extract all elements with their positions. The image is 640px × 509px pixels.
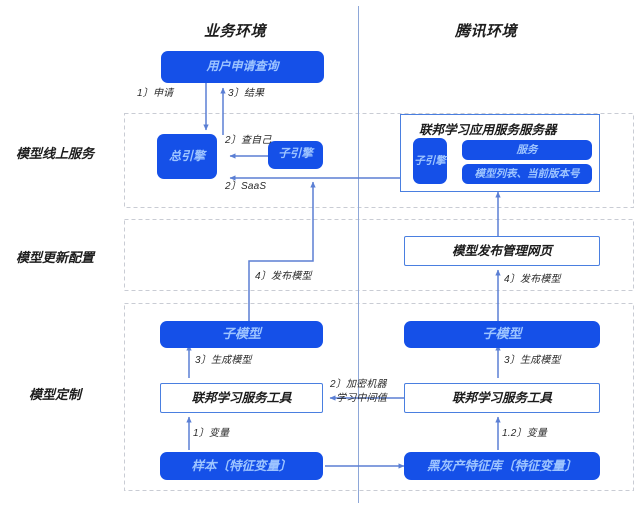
column-title-tencent: 腾讯环境 <box>455 23 518 40</box>
node-fl-tool-left[interactable]: 联邦学习服务工具 <box>160 383 323 413</box>
node-user-request[interactable]: 用户申请查询 <box>161 51 324 83</box>
caption-variable-left: 1〕变量 <box>193 428 230 439</box>
node-sub-model-left[interactable]: 子模型 <box>160 321 323 348</box>
row-label-online-service: 模型线上服务 <box>16 146 95 161</box>
node-publish-page[interactable]: 模型发布管理网页 <box>404 236 600 266</box>
row-label-model-custom: 模型定制 <box>29 387 82 402</box>
caption-generate-model-left: 3〕生成模型 <box>195 355 252 366</box>
section-band-update <box>124 219 634 291</box>
caption-generate-model-right: 3〕生成模型 <box>504 355 561 366</box>
caption-encrypted-line1: 2〕加密机器 <box>330 379 387 390</box>
node-sub-model-right[interactable]: 子模型 <box>404 321 600 348</box>
column-title-business: 业务环境 <box>204 23 267 40</box>
caption-publish-model-right: 4〕发布模型 <box>504 274 561 285</box>
node-main-engine[interactable]: 总引擎 <box>157 134 217 179</box>
label-fl-app-server: 联邦学习应用服务服务器 <box>419 123 557 137</box>
edge-publish-left <box>248 181 316 322</box>
caption-publish-model-left: 4〕发布模型 <box>255 271 312 282</box>
caption-encrypted-line2: 学习中间值 <box>336 393 387 404</box>
caption-saas: 2〕SaaS <box>225 181 267 192</box>
node-sub-engine-right[interactable]: 子引擎 <box>413 138 447 184</box>
node-service[interactable]: 服务 <box>462 140 592 160</box>
section-band-online <box>124 113 634 208</box>
caption-apply: 1〕申请 <box>137 88 174 99</box>
node-sample[interactable]: 样本〔特征变量〕 <box>160 452 323 480</box>
node-fl-tool-right[interactable]: 联邦学习服务工具 <box>404 383 600 413</box>
node-blackgray-lib[interactable]: 黑灰产特征库〔特征变量〕 <box>404 452 600 480</box>
caption-result: 3〕结果 <box>228 88 265 99</box>
node-model-list-version[interactable]: 模型列表、当前版本号 <box>462 164 592 184</box>
caption-query-self: 2〕查自己 <box>225 135 272 146</box>
node-sub-engine-left[interactable]: 子引擎 <box>268 141 323 169</box>
caption-variable-right: 1.2〕变量 <box>502 428 548 439</box>
row-label-update-config: 模型更新配置 <box>16 250 95 265</box>
section-band-custom <box>124 303 634 491</box>
